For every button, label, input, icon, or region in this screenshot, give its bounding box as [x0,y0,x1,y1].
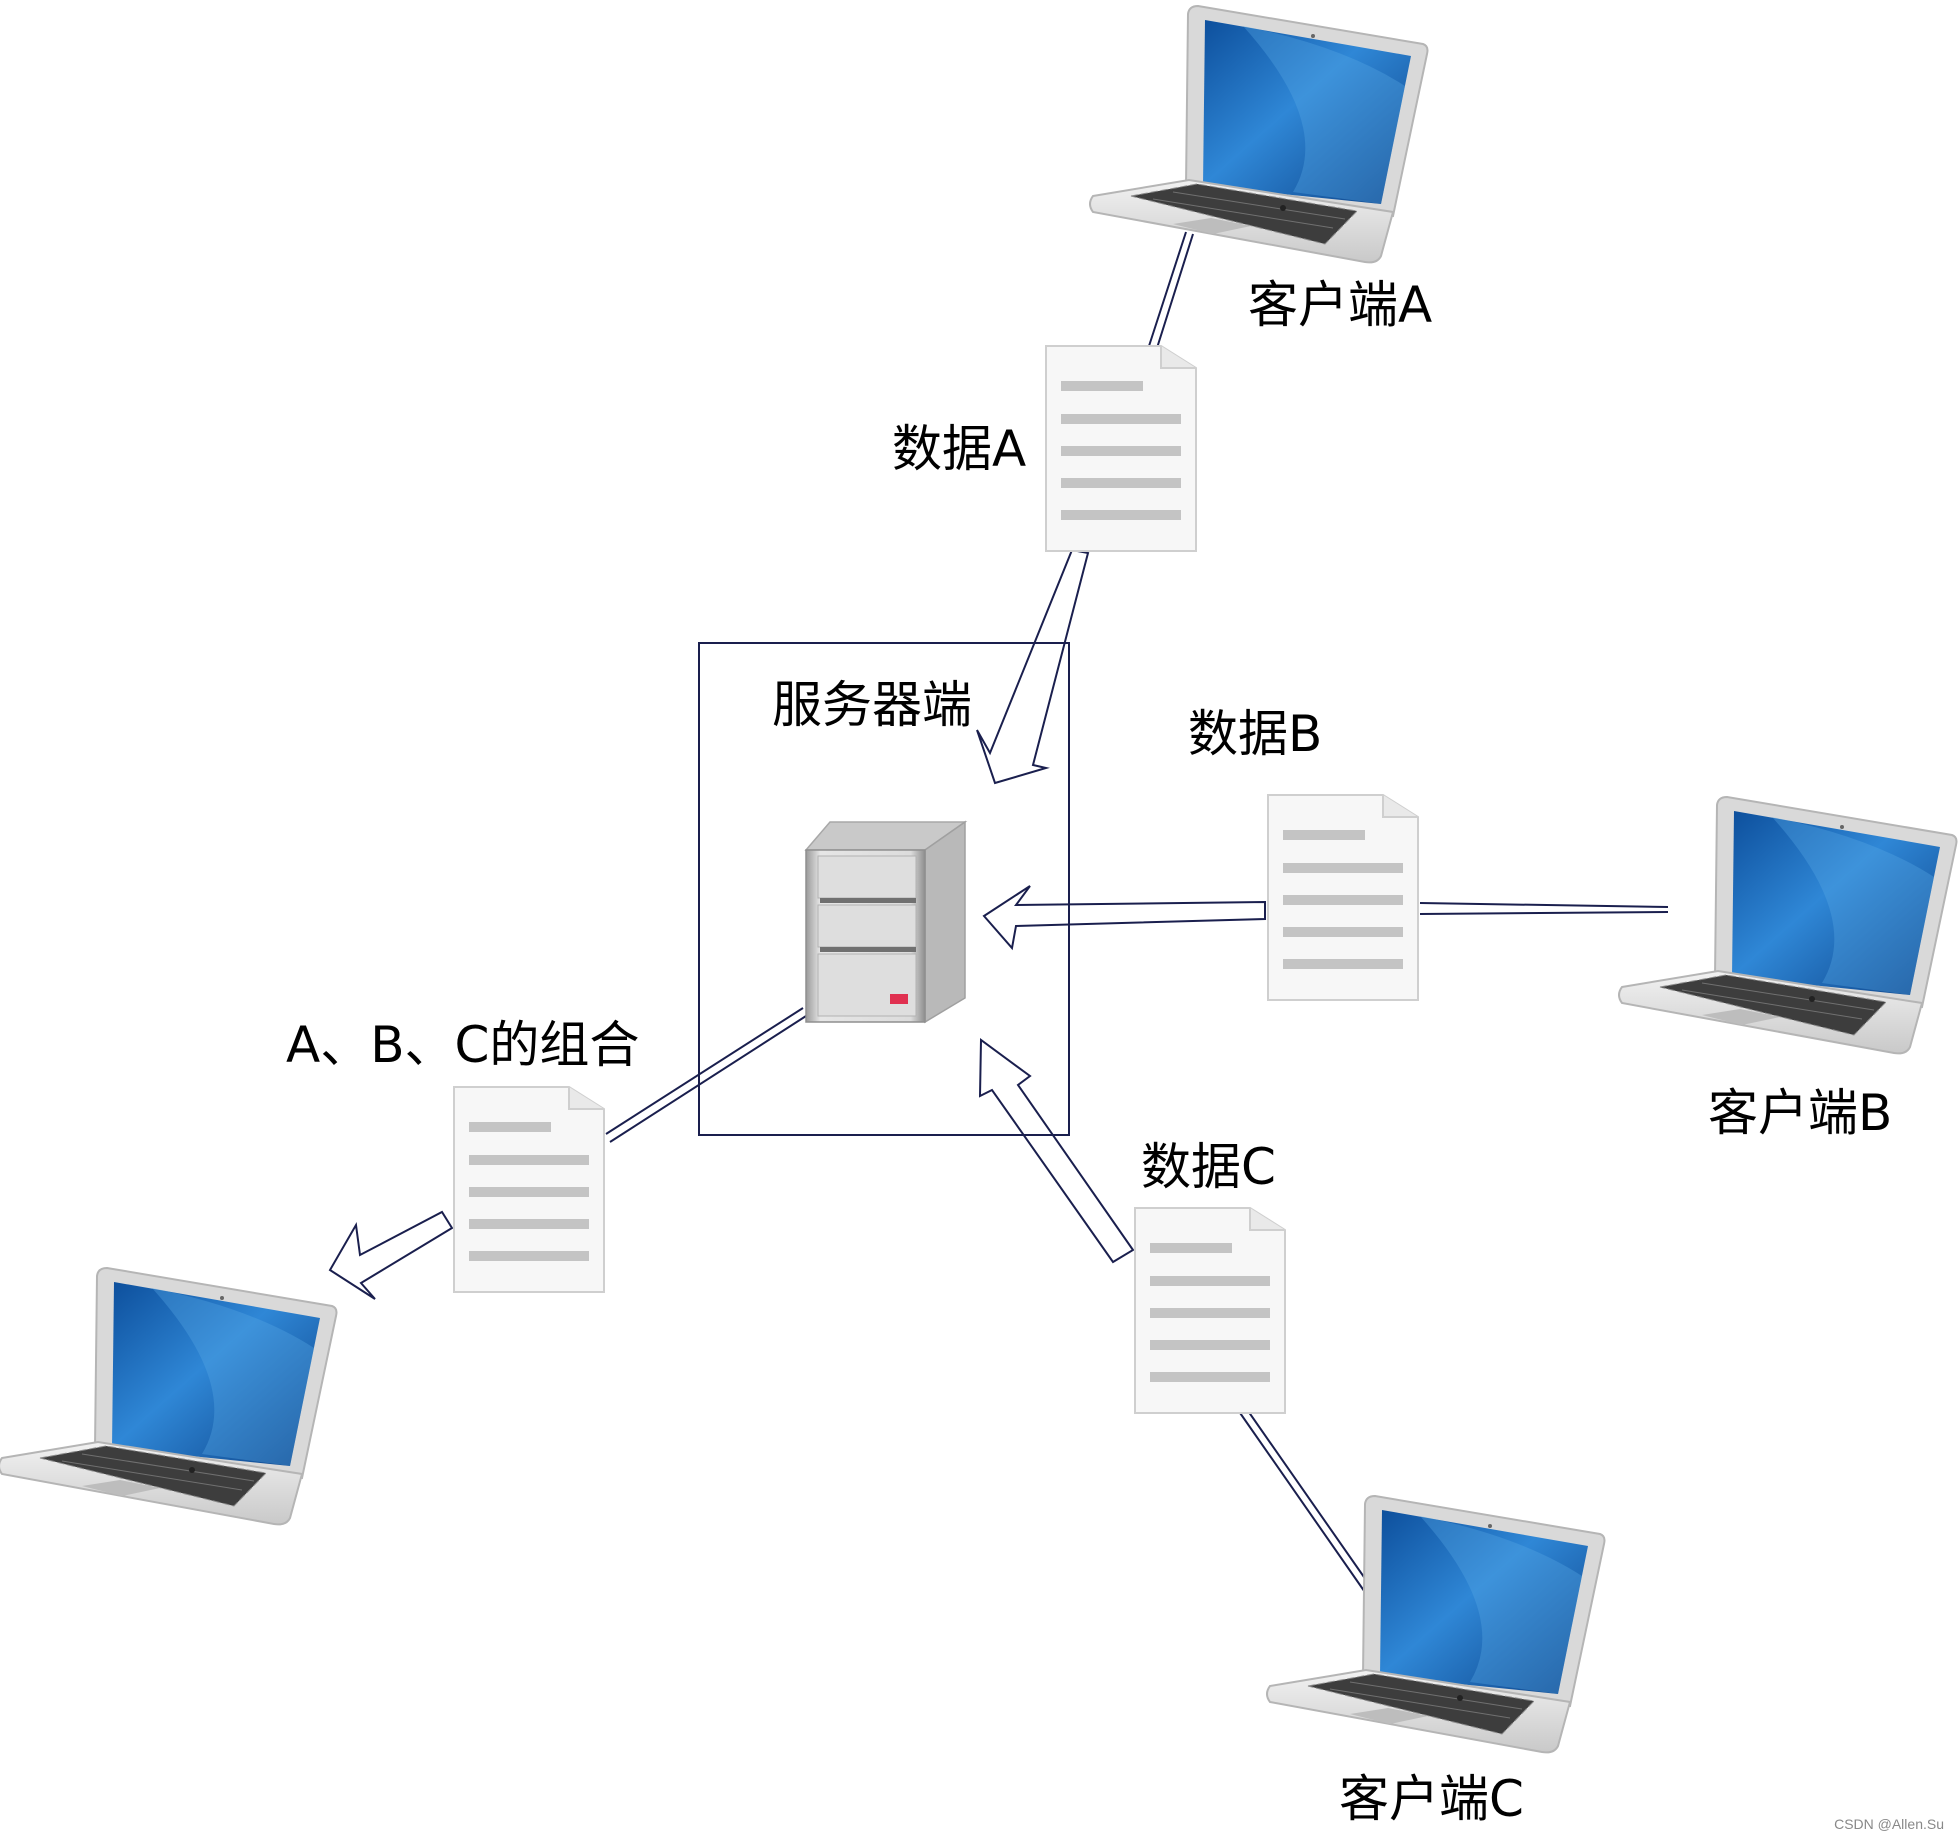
connectors [605,231,1669,1609]
laptop-client-c [1266,1495,1606,1754]
arrow-data-c [978,1038,1135,1264]
connector-client-b [1419,902,1669,915]
label-client-c: 客户端C [1339,1770,1524,1828]
arrow-data-a [976,548,1090,785]
connector-client-c [1237,1407,1381,1609]
document-data-b [1267,794,1419,1001]
laptop-client-a [1089,5,1429,264]
laptop-output [0,1267,338,1526]
arrow-data-b [982,885,1266,951]
label-client-a: 客户端A [1248,276,1433,334]
server-icon [804,820,968,1024]
label-server: 服务器端 [772,676,972,734]
label-client-b: 客户端B [1708,1084,1893,1142]
arrows [328,548,1266,1300]
connector-server-out [605,1007,807,1143]
connector-client-a [1148,231,1194,349]
label-data-a: 数据A [892,420,1027,478]
server-frame [698,642,1070,1136]
watermark: CSDN @Allen.Su [1834,1816,1944,1832]
document-data-c [1134,1207,1286,1414]
document-data-a [1045,345,1197,552]
laptop-client-b [1618,796,1958,1055]
arrow-combined [328,1210,454,1300]
label-data-c: 数据C [1141,1138,1276,1196]
document-combined [453,1086,605,1293]
label-combined: A、B、C的组合 [286,1016,640,1074]
label-data-b: 数据B [1188,705,1323,763]
